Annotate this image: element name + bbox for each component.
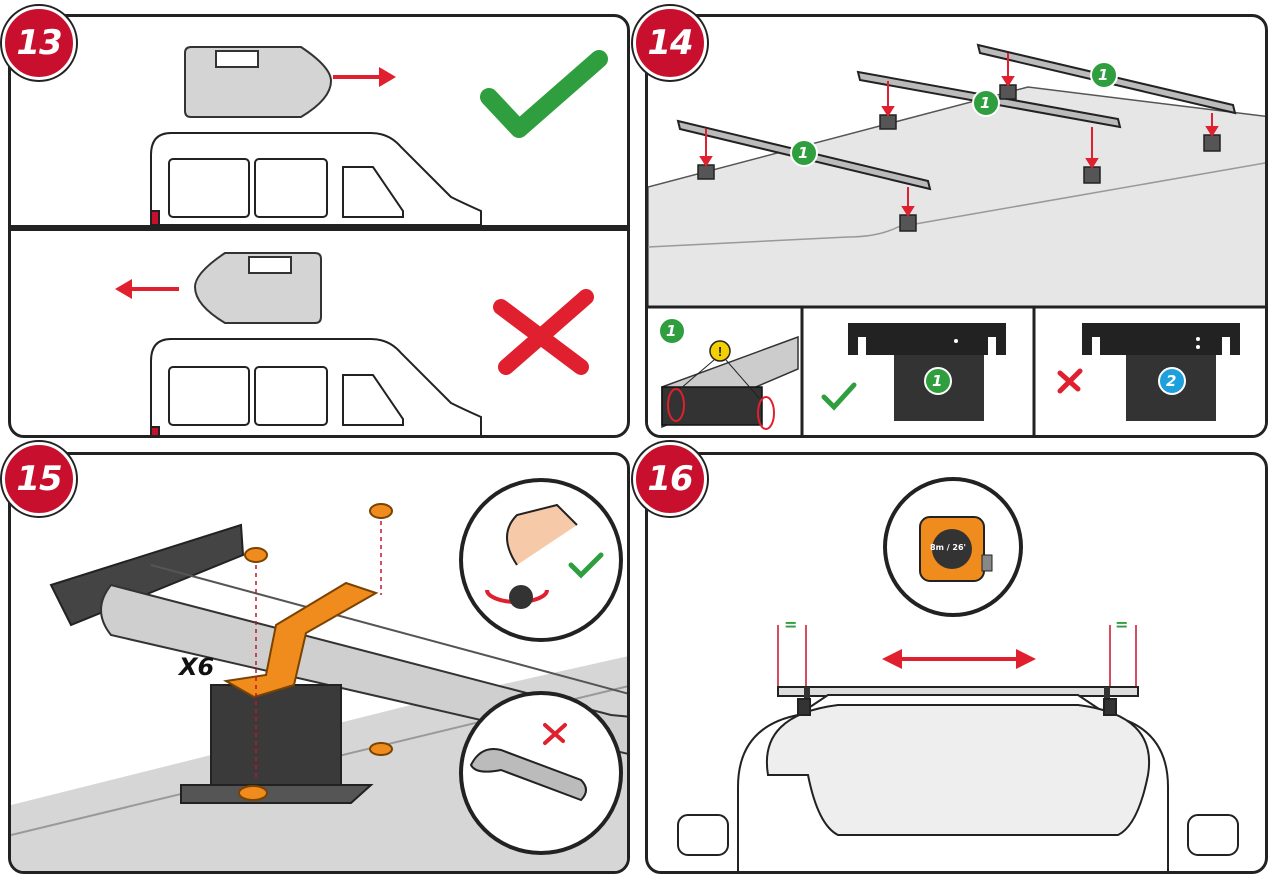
step-15-number: 15: [16, 459, 62, 499]
step-14-illustration: !: [648, 43, 1265, 435]
step-14-number: 14: [647, 23, 693, 63]
quantity-label: X6: [179, 653, 215, 681]
detail-callout-label: 1: [666, 322, 677, 340]
hand-tighten-icon: [459, 478, 623, 642]
cross-icon: [493, 289, 594, 375]
bar-callout-label: 1: [798, 144, 809, 162]
checkmark-icon: [480, 50, 608, 138]
step-13-badge: 13: [2, 6, 76, 80]
step-13-illustration: [11, 46, 627, 435]
equal-left-label: =: [784, 615, 798, 634]
arrow-left-icon: [115, 279, 179, 299]
foot-detail-icon: !: [658, 317, 799, 430]
detail-bad-callout-label: 2: [1166, 372, 1177, 390]
detail-ok-callout-label: 1: [932, 372, 943, 390]
profile-wrong-icon: [193, 252, 322, 324]
callout-1-icons: [790, 61, 1118, 167]
step-16-badge: 16: [633, 442, 707, 516]
profile-correct-icon: [184, 46, 333, 118]
tape-measure-icon: [883, 477, 1023, 617]
van-top-icon: [150, 132, 482, 226]
step-13-number: 13: [16, 23, 62, 63]
step-14-panel: ! 1 1 1 1 1 2: [645, 14, 1268, 438]
double-arrow-icon: [882, 649, 1036, 669]
tape-label: 8m / 26': [930, 543, 966, 552]
clamp-strap-icon: [223, 503, 393, 801]
wrench-forbidden-icon: [459, 691, 623, 855]
van-front-icon: [677, 694, 1239, 871]
step-16-panel: 8m / 26' = =: [645, 452, 1268, 874]
step-15-illustration: [11, 478, 627, 871]
svg-text:!: !: [718, 344, 722, 359]
step-15-badge: 15: [2, 442, 76, 516]
step-16-number: 16: [647, 459, 693, 499]
bar-callout-label-3: 1: [1098, 66, 1109, 84]
step-16-illustration: [677, 477, 1239, 871]
step-13-panel: [8, 14, 630, 438]
equal-spacing-icon: [777, 625, 1137, 695]
arrow-right-icon: [333, 67, 396, 87]
foot-wrong-icon: [1057, 323, 1240, 421]
van-bottom-icon: [150, 338, 482, 435]
bar-callout-label-2: 1: [980, 94, 991, 112]
step-14-badge: 14: [633, 6, 707, 80]
foot-correct-icon: [821, 323, 1006, 421]
step-15-panel: X6: [8, 452, 630, 874]
equal-right-label: =: [1115, 615, 1129, 634]
